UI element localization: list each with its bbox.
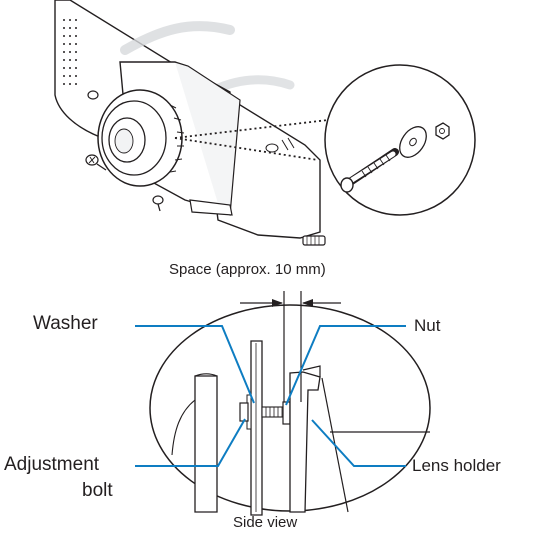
bolt-head <box>239 402 249 422</box>
vent-grille <box>63 19 77 85</box>
washer-label: Washer <box>33 313 98 334</box>
lens-holder-label: Lens holder <box>412 456 501 475</box>
mount-bracket-bottom <box>189 199 233 216</box>
screw-top <box>87 90 99 100</box>
lens-holder-part <box>289 371 321 513</box>
leader-adjustment-bolt <box>135 418 246 467</box>
zoom-bolt <box>340 148 399 193</box>
space-caption: Space (approx. 10 mm) <box>169 261 326 278</box>
body-hole <box>265 137 295 153</box>
lens-ribs <box>169 104 185 173</box>
projector-shading <box>120 21 235 55</box>
side-view-section <box>135 291 431 516</box>
leader-lens-holder <box>311 419 406 467</box>
screw-bottom <box>152 195 164 212</box>
projector-illustration <box>54 0 326 246</box>
zoom-detail <box>174 64 476 216</box>
lens-glass-inner <box>114 128 134 154</box>
foot <box>302 235 326 246</box>
adjustment-bolt-label-line2: bolt <box>82 480 113 501</box>
adjustment-bolt-label-line1: Adjustment <box>4 454 100 475</box>
leader-nut <box>285 325 406 406</box>
zoom-nut <box>435 122 450 140</box>
mount-plate <box>250 340 263 516</box>
zoom-washer <box>399 126 427 158</box>
nut-part <box>282 401 291 425</box>
screw-left <box>85 154 107 171</box>
zoom-pointer-dotted <box>174 117 346 161</box>
leader-washer <box>135 325 255 404</box>
left-block <box>194 375 218 513</box>
nut-label: Nut <box>414 316 441 335</box>
leader-lines <box>135 325 406 467</box>
side-view-caption: Side view <box>233 514 298 531</box>
spacing-dimension <box>240 291 341 402</box>
